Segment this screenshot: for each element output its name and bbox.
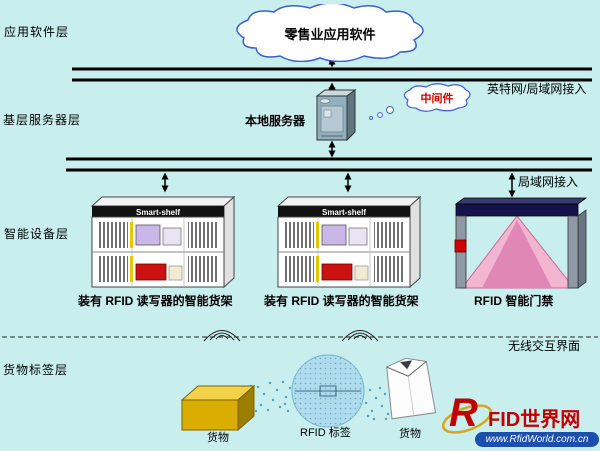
rfid-gate xyxy=(452,194,590,294)
rfid-antenna-coils xyxy=(98,256,128,282)
layer-label-server: 基层服务器层 xyxy=(3,113,82,127)
rfid-antenna-coils xyxy=(188,256,218,282)
gate-right-post xyxy=(567,215,579,289)
tag-chip xyxy=(319,385,337,397)
shelf-item-gray xyxy=(348,227,368,246)
rfid-world-logo: R FID世界网 www.RfidWorld.com.cn xyxy=(441,391,599,449)
wireless-interface-label: 无线交互界面 xyxy=(508,339,581,353)
middleware-bubble-trail xyxy=(369,106,394,120)
goods-shirt-label: 货物 xyxy=(399,428,421,440)
internet-access-label: 英特网/局域网接入 xyxy=(487,82,587,96)
thought-cloud-shape xyxy=(403,83,471,112)
rfid-antenna-coils xyxy=(284,222,314,248)
local-server-label: 本地服务器 xyxy=(245,114,306,128)
shelf-item-cream xyxy=(354,265,369,281)
logo-letter-r: R xyxy=(449,391,478,435)
goods-box xyxy=(176,378,262,436)
local-server-icon xyxy=(312,86,358,144)
door-caption: RFID 智能门禁 xyxy=(474,294,554,308)
smart-shelf-title: Smart-shelf xyxy=(136,208,180,217)
retail-app-label: 零售业应用软件 xyxy=(283,27,375,42)
logo-brand-text: FID世界网 xyxy=(488,409,581,431)
rfid-tag-circle xyxy=(289,352,367,430)
goods-shirt xyxy=(376,352,445,426)
shelf-item-purple xyxy=(135,224,161,246)
logo-url: www.RfidWorld.com.cn xyxy=(475,432,599,447)
shelf-item-red xyxy=(135,263,167,281)
rfid-antenna-coils xyxy=(284,256,314,282)
shelf-item-red xyxy=(321,263,353,281)
rfid-antenna-coils xyxy=(374,256,404,282)
shelf-caption-1: 装有 RFID 读写器的智能货架 xyxy=(78,294,233,308)
shelf-item-cream xyxy=(168,265,183,281)
rfid-tag-label: RFID 标签 xyxy=(300,427,351,439)
rfid-antenna-coils xyxy=(374,222,404,248)
smart-shelf-1: Smart-shelf xyxy=(86,192,236,292)
shelf-item-purple xyxy=(321,224,347,246)
rfid-antenna-coils xyxy=(188,222,218,248)
layer-label-application: 应用软件层 xyxy=(4,25,70,39)
rfid-antenna-coils xyxy=(98,222,128,248)
gate-reader-device xyxy=(454,239,467,253)
goods-box-label: 货物 xyxy=(207,432,229,444)
gate-top-bar xyxy=(455,203,579,217)
gate-beam-inner xyxy=(482,220,552,288)
smart-shelf-title: Smart-shelf xyxy=(322,208,366,217)
cloud-shape xyxy=(236,4,424,62)
middleware-cloud: 中间件 xyxy=(396,82,478,114)
shelf-caption-2: 装有 RFID 读写器的智能货架 xyxy=(264,294,419,308)
logo-gold-ring xyxy=(441,404,493,434)
retail-app-cloud: 零售业应用软件 xyxy=(222,4,442,62)
layer-label-device: 智能设备层 xyxy=(4,227,70,241)
layer-label-goods: 货物标签层 xyxy=(3,363,69,377)
wireless-waves-left xyxy=(203,330,241,342)
middleware-label: 中间件 xyxy=(421,91,454,105)
shelf-item-gray xyxy=(162,227,182,246)
smart-shelf-2: Smart-shelf xyxy=(272,192,422,292)
lan-access-label: 局域网接入 xyxy=(518,175,579,189)
wireless-waves-right xyxy=(341,330,379,342)
